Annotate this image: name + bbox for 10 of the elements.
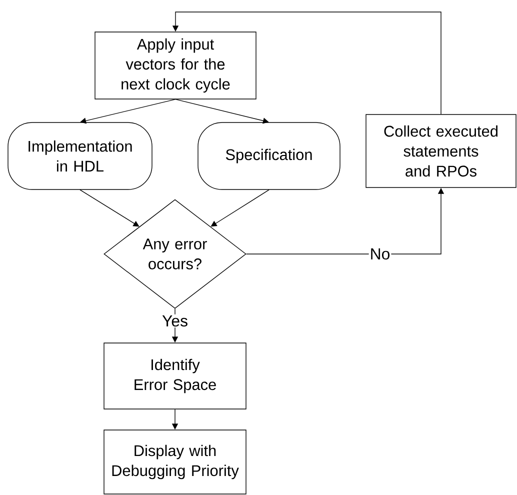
process-box: Collect executed statements and RPOs [366, 114, 516, 188]
edge-label: Yes [161, 314, 189, 328]
process-box: Identify Error Space [104, 342, 246, 410]
arrow [175, 99, 269, 124]
arrow [80, 99, 176, 124]
process-box: Apply input vectors for the next clock cycle [94, 32, 256, 100]
process-box: Display with Debugging Priority [104, 430, 246, 494]
rounded-box: Implementation in HDL [8, 122, 152, 190]
arrow [80, 190, 140, 227]
rounded-box: Specification [198, 122, 340, 190]
